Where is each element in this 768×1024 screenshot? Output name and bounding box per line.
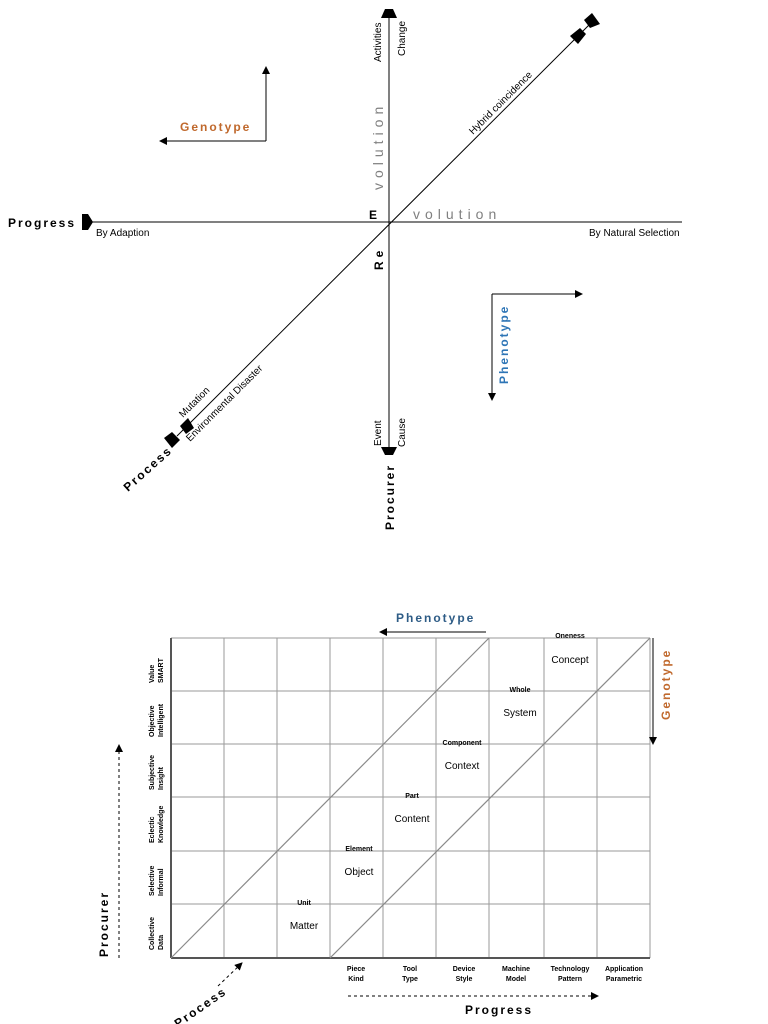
- x-col-3-bottom: Model: [506, 976, 526, 983]
- diagonal-bottom-head-1: [164, 432, 180, 448]
- cell-2-big: Content: [394, 814, 429, 825]
- y-row-4-top: Selective: [149, 866, 156, 896]
- y-row-5-bottom: Data: [158, 935, 165, 950]
- y-row-0-top: Value: [149, 665, 156, 683]
- y-row-0-bottom: SMART: [158, 657, 165, 683]
- cell-0-small: Unit: [297, 900, 311, 907]
- bottom-diagram: Phenotype Genotype Procurer Process Prog…: [97, 611, 673, 1024]
- x-col-4-top: Technology: [551, 966, 590, 973]
- phenotype-label: Phenotype: [497, 305, 511, 384]
- event-label: Event: [373, 420, 384, 446]
- x-col-labels: Piece Kind Tool Type Device Style Machin…: [347, 966, 643, 983]
- y-row-1-top: Objective: [149, 705, 156, 737]
- genotype-label: Genotype: [180, 120, 251, 134]
- x-col-0-top: Piece: [347, 966, 365, 973]
- center-re-label: Re: [372, 247, 386, 270]
- cell-1-small: Element: [345, 846, 373, 853]
- cause-label: Cause: [397, 418, 408, 447]
- y-row-labels: Value SMART Objective Intelligent Subjec…: [149, 657, 165, 950]
- change-label: Change: [397, 21, 408, 56]
- y-row-4-bottom: Informal: [158, 868, 165, 896]
- x-col-0-bottom: Kind: [348, 976, 364, 983]
- band-cells: Unit Matter Element Object Part Content …: [290, 633, 589, 932]
- evolution-horizontal-label: volution: [413, 206, 501, 222]
- cell-3-big: Context: [445, 761, 480, 772]
- y-row-5-top: Collective: [149, 917, 156, 950]
- bottom-genotype-label: Genotype: [659, 649, 673, 720]
- cell-4-big: System: [503, 708, 536, 719]
- cell-5-small: Oneness: [555, 633, 585, 640]
- cell-0-big: Matter: [290, 921, 319, 932]
- y-row-2-top: Subjective: [149, 755, 156, 790]
- procurer-label: Procurer: [383, 464, 397, 530]
- x-col-2-bottom: Style: [456, 976, 473, 983]
- cell-5-big: Concept: [551, 655, 588, 666]
- activities-label: Activities: [373, 23, 384, 62]
- bottom-progress-label: Progress: [465, 1003, 533, 1017]
- horizontal-left-head: [82, 214, 93, 230]
- process-label: Process: [121, 443, 175, 494]
- y-row-3-top: Eclectic: [149, 816, 156, 843]
- y-row-2-bottom: Insight: [158, 766, 165, 790]
- diagonal-top-head-2: [584, 13, 600, 28]
- bottom-phenotype-label: Phenotype: [396, 611, 475, 625]
- y-row-3-bottom: Knowledge: [158, 806, 165, 843]
- lower-diagonal: [329, 637, 651, 959]
- x-col-2-top: Device: [453, 966, 476, 973]
- x-col-3-top: Machine: [502, 966, 530, 973]
- diagonal-axis: [176, 21, 593, 437]
- x-col-5-top: Application: [605, 966, 643, 973]
- diagonal-top-head-1: [570, 28, 586, 44]
- bottom-procurer-label: Procurer: [97, 891, 111, 957]
- process-arrow: [217, 962, 243, 987]
- evolution-vertical-label: volution: [370, 102, 386, 190]
- by-adaption-label: By Adaption: [96, 228, 149, 239]
- upper-diagonal: [170, 637, 490, 959]
- diagonal-bottom-head-2: [180, 418, 194, 434]
- bottom-process-label: Process: [172, 984, 230, 1024]
- x-col-1-top: Tool: [403, 966, 417, 973]
- y-row-1-bottom: Intelligent: [158, 703, 165, 737]
- vertical-top-head: [381, 9, 397, 18]
- center-e-label: E: [369, 208, 377, 222]
- top-diagram: Activities Change Event Cause Progress B…: [8, 9, 682, 530]
- x-col-5-bottom: Parametric: [606, 976, 642, 983]
- x-col-1-bottom: Type: [402, 976, 418, 983]
- by-natural-selection-label: By Natural Selection: [589, 228, 680, 239]
- vertical-bottom-head: [381, 447, 397, 455]
- cell-2-small: Part: [405, 793, 419, 800]
- cell-4-small: Whole: [510, 687, 531, 694]
- hybrid-coincidence-label: Hybrid coincidence: [467, 69, 535, 137]
- cell-1-big: Object: [345, 867, 374, 878]
- cell-3-small: Component: [443, 740, 483, 747]
- x-col-4-bottom: Pattern: [558, 976, 582, 983]
- progress-label: Progress: [8, 216, 76, 230]
